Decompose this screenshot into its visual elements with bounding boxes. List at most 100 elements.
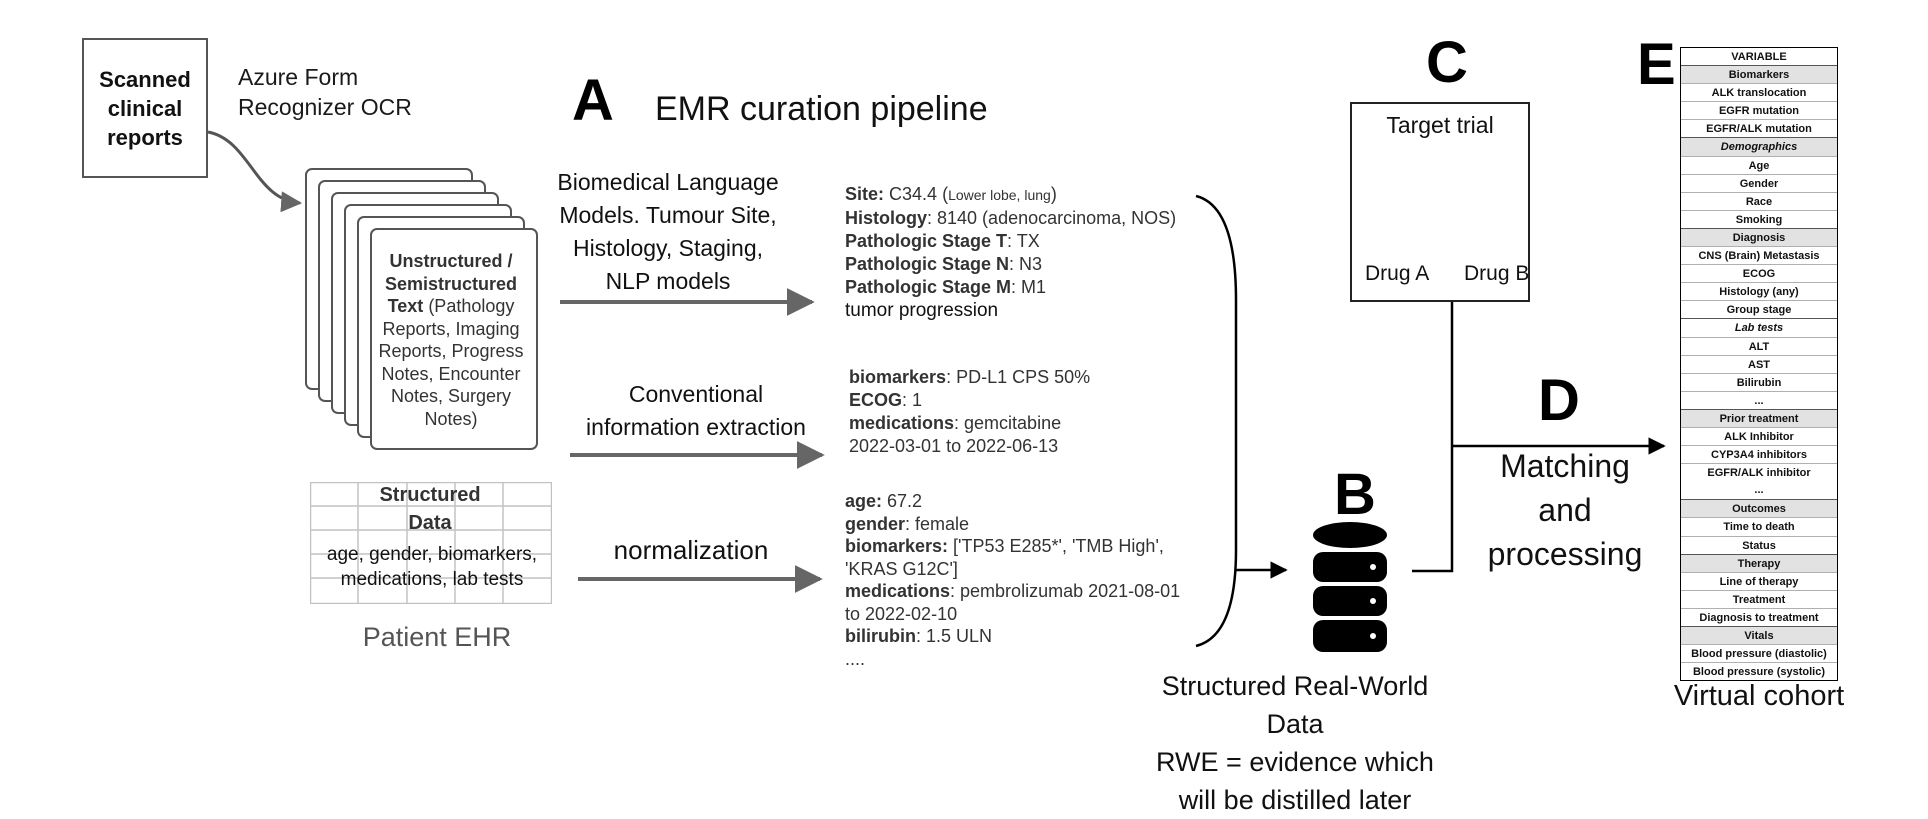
field-key: ECOG xyxy=(849,390,903,410)
field-value: ) xyxy=(1050,184,1057,204)
field-key: biomarkers xyxy=(849,367,947,387)
field-key: Pathologic Stage N xyxy=(845,254,1010,274)
variable-row: ... xyxy=(1681,390,1837,409)
field-key: biomarkers: xyxy=(845,536,949,556)
variable-row: AST xyxy=(1681,354,1837,373)
variable-row: Blood pressure (systolic) xyxy=(1681,662,1837,680)
variable-category-row: Prior treatment xyxy=(1681,408,1837,427)
field-value: : TX xyxy=(1007,231,1040,251)
field-key: Site: xyxy=(845,184,885,204)
variable-row: ECOG xyxy=(1681,264,1837,282)
patient-ehr-label: Patient EHR xyxy=(362,622,512,652)
variable-row: Diagnosis to treatment xyxy=(1681,607,1837,626)
method-nlp-line: Models. Tumour Site, xyxy=(559,202,777,228)
variable-row: Histology (any) xyxy=(1681,282,1837,300)
example-medications-line: medications: pembrolizumab 2021-08-01 xyxy=(845,580,1200,603)
variable-row: EGFR mutation xyxy=(1681,101,1837,119)
example-ellipsis-line: .... xyxy=(845,648,866,669)
matching-label-line: processing xyxy=(1487,536,1643,572)
panel-letter-b: B xyxy=(1334,462,1376,527)
variable-category-row: Outcomes xyxy=(1681,499,1837,518)
variable-row: Gender xyxy=(1681,173,1837,192)
matching-label: Matching and processing xyxy=(1480,444,1650,576)
example-biomarkers-line: biomarkers: PD-L1 CPS 50% xyxy=(849,366,1179,389)
example-medications-cont-line: to 2022-02-10 xyxy=(845,603,958,624)
variable-row: Race xyxy=(1681,191,1837,210)
panel-letter-e: E xyxy=(1637,32,1676,97)
unstructured-text-title: Unstructured / Semistructured Text xyxy=(384,251,518,316)
document-page-front xyxy=(370,228,538,450)
ocr-curve-arrow xyxy=(207,130,303,213)
structured-data-title-line: Data xyxy=(408,512,452,534)
drug-a-label: Drug A xyxy=(1365,262,1430,285)
variable-row: ALK translocation xyxy=(1681,83,1837,101)
scanned-reports-box: Scanned clinical reports xyxy=(82,38,208,178)
target-trial-title: Target trial xyxy=(1386,112,1494,138)
variable-row: EGFR/ALK inhibitor xyxy=(1681,463,1837,481)
structured-data-fields: age, gender, biomarkers, medications, la… xyxy=(312,542,552,592)
variable-row: Bilirubin xyxy=(1681,372,1837,391)
example-bilirubin-line: bilirubin: 1.5 ULN xyxy=(845,625,1200,648)
variable-category-row: Biomarkers xyxy=(1681,65,1837,84)
target-trial-box xyxy=(1350,102,1530,302)
example-stage-n-line: Pathologic Stage N: N3 xyxy=(845,253,1200,276)
field-value: : N3 xyxy=(1009,254,1043,274)
example-histology-line: Histology: 8140 (adenocarcinoma, NOS) xyxy=(845,207,1200,230)
example-conventional-output: biomarkers: PD-L1 CPS 50% ECOG: 1 medica… xyxy=(849,366,1179,458)
pipeline-title: EMR curation pipeline xyxy=(655,90,988,128)
panel-letter-c: C xyxy=(1426,30,1468,95)
example-biomarkers-cont-line: 'KRAS G12C'] xyxy=(845,558,958,579)
ocr-label-line: Azure Form xyxy=(238,64,359,90)
unstructured-text-sources: (Pathology Reports, Imaging Reports, Pro… xyxy=(378,296,524,429)
ocr-label-line: Recognizer OCR xyxy=(238,94,412,120)
method-nlp-label: Biomedical Language Models. Tumour Site,… xyxy=(548,166,788,298)
field-value: ['TP53 E285*', 'TMB High', xyxy=(948,536,1164,556)
rwd-caption-line: Structured Real-World Data xyxy=(1161,671,1429,739)
method-nlp-line: NLP models xyxy=(605,268,731,294)
variable-row: EGFR/ALK mutation xyxy=(1681,119,1837,137)
structured-data-fields-line: age, gender, biomarkers, xyxy=(326,544,538,565)
field-value: : 8140 (adenocarcinoma, NOS) xyxy=(927,208,1177,228)
matching-label-line: and xyxy=(1538,492,1592,528)
unstructured-text-description: Unstructured / Semistructured Text (Path… xyxy=(370,250,532,430)
field-value: : gemcitabine xyxy=(954,413,1062,433)
example-medications-line: medications: gemcitabine xyxy=(849,412,1179,435)
field-value: : pembrolizumab 2021-08-01 xyxy=(950,581,1181,601)
variable-row: Blood pressure (diastolic) xyxy=(1681,644,1837,662)
structured-data-title-line: Structured xyxy=(379,484,481,506)
field-key: age: xyxy=(845,491,883,511)
variable-row: Age xyxy=(1681,155,1837,174)
field-value: : PD-L1 CPS 50% xyxy=(946,367,1091,387)
method-conventional-label: Conventional information extraction xyxy=(560,378,832,444)
variable-row: ... xyxy=(1754,484,1764,497)
field-value: C34.4 ( xyxy=(889,184,949,204)
db-to-trial-connector xyxy=(1412,302,1454,573)
example-age-line: age: 67.2 xyxy=(845,490,1200,513)
field-key: medications xyxy=(849,413,955,433)
scanned-reports-label: Scanned clinical reports xyxy=(99,66,191,150)
field-value: : M1 xyxy=(1011,277,1047,297)
rwd-caption-line: RWE = evidence which xyxy=(1156,747,1434,777)
example-normalization-output: age: 67.2 gender: female biomarkers: ['T… xyxy=(845,490,1200,670)
field-key: Histology xyxy=(845,208,928,228)
variable-category-row: Lab tests xyxy=(1681,318,1837,336)
structured-data-title: Structured Data xyxy=(310,481,550,537)
field-value-note: Lower lobe, lung xyxy=(948,187,1051,203)
variable-category-row: VARIABLE xyxy=(1681,47,1837,65)
variable-row: CYP3A4 inhibitors xyxy=(1681,445,1837,463)
example-gender-line: gender: female xyxy=(845,513,1200,536)
variable-row: Smoking xyxy=(1681,209,1837,228)
variable-category-row: Demographics xyxy=(1681,137,1837,156)
field-key: Pathologic Stage M xyxy=(845,277,1012,297)
virtual-cohort-label: Virtual cohort xyxy=(1673,680,1845,712)
example-site-line: Site: C34.4 (Lower lobe, lung) xyxy=(845,183,1200,207)
method-conventional-line: Conventional xyxy=(628,381,764,407)
variable-row: Group stage xyxy=(1681,300,1837,318)
field-value: : 1 xyxy=(902,390,923,410)
method-conventional-line: information extraction xyxy=(586,414,806,440)
matching-label-line: Matching xyxy=(1500,448,1630,484)
method-nlp-line: Histology, Staging, xyxy=(572,235,764,261)
structured-data-fields-line: medications, lab tests xyxy=(340,569,524,590)
field-value: : female xyxy=(905,513,970,534)
